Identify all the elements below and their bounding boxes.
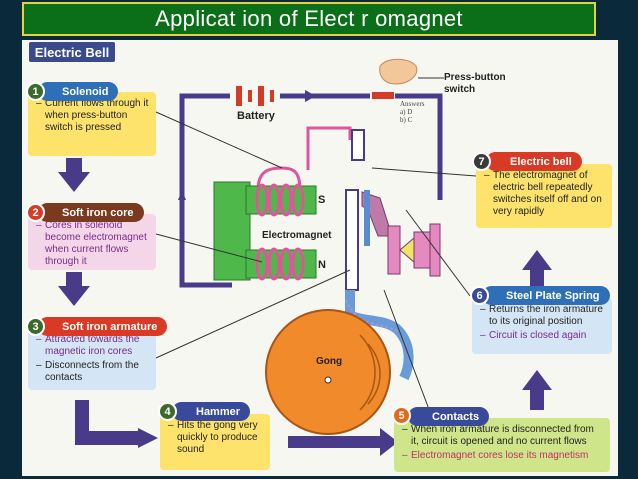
coil-lead-2 (306, 126, 352, 170)
step-7-bullet: The electromagnet of electric bell repea… (484, 170, 606, 218)
step-6-number: 6 (470, 286, 489, 305)
step-3-box: Attracted towards the magnetic iron core… (28, 328, 156, 390)
coil-turn (267, 183, 281, 217)
step-4-box: Hits the gong very quickly to produce so… (160, 414, 270, 470)
armature-strip (364, 190, 370, 246)
flow-arrow-5-6-shaft (530, 388, 544, 410)
coil-turn (279, 183, 293, 217)
gong-label: Gong (316, 356, 343, 367)
step-7-number: 7 (472, 152, 491, 171)
coil-turn (291, 183, 305, 217)
step-3-bullet: Disconnects from the contacts (36, 360, 150, 384)
flow-arrow-3-4-head (138, 428, 158, 448)
answers-note: Answers a) D b) C (400, 100, 425, 124)
press-button-label: Press-button switch (444, 72, 506, 95)
contact-point (399, 236, 415, 264)
step-1-bullet: Current flows through it when press-butt… (36, 98, 150, 134)
contact-screw (413, 231, 431, 269)
step-6-header: Steel Plate Spring (482, 286, 610, 305)
step-5-bullet: Electromagnet cores lose its magnetism (402, 450, 604, 462)
diagram-title: Electric Bell (29, 42, 115, 62)
battery-cell-2 (248, 90, 252, 102)
gong-ring (367, 343, 381, 405)
contact-post-upper (351, 129, 365, 161)
electromagnet-label: Electromagnet (262, 230, 332, 241)
flow-arrow-5-6-head (522, 370, 552, 390)
finger-icon (379, 58, 418, 85)
solenoid-coils (255, 183, 305, 281)
flow-arrow-2-3-shaft (66, 272, 82, 288)
step-7-header: Electric bell (486, 152, 582, 171)
flow-arrow-4-5-shaft (288, 436, 382, 448)
step-1-number: 1 (26, 82, 45, 101)
step-6-box: Returns the iron armature to its origina… (472, 298, 612, 354)
flow-arrow-3-4-path (75, 400, 140, 445)
gong-dome (265, 309, 391, 435)
step-3-header: Soft iron armature (38, 317, 168, 336)
pointer-solenoid (155, 111, 283, 169)
step-2-bullet: Cores in solenoid become electromagnet w… (36, 220, 150, 268)
battery (236, 86, 274, 106)
step-4-bullet: Hits the gong very quickly to produce so… (168, 420, 264, 456)
pointer-spring (405, 209, 471, 297)
gong-ring (359, 334, 376, 411)
pointer-contacts (383, 289, 431, 413)
step-3-bullet: Attracted towards the magnetic iron core… (36, 334, 150, 358)
step-4-number: 4 (158, 402, 177, 421)
flow-arrow-1-2-head (58, 172, 90, 192)
gong-bolt (324, 376, 332, 384)
step-1-box: Current flows through it when press-butt… (28, 92, 156, 156)
step-2-box: Cores in solenoid become electromagnet w… (28, 214, 156, 270)
pointer-lines (155, 111, 477, 413)
flow-arrow-2-3-head (58, 286, 90, 306)
step-1-header: Solenoid (38, 82, 119, 101)
step-6-bullet: Returns the iron armature to its origina… (480, 304, 606, 328)
current-direction-arrow-left-icon (178, 190, 186, 200)
wire-right (395, 93, 443, 200)
coil-turn (255, 247, 269, 281)
contact-block-right (429, 223, 441, 277)
step-5-bullet: When iron armature is disconnected from … (402, 424, 604, 448)
switch-contact (372, 92, 394, 99)
hammer-motion-dots (345, 299, 399, 333)
pointer-armature (155, 269, 351, 359)
press-button-switch (372, 58, 444, 99)
contact-block-left (387, 225, 401, 275)
flow-arrow-4-5-head (380, 428, 398, 456)
pointer-electric-bell (371, 167, 477, 177)
coil-turn (267, 247, 281, 281)
step-2-header: Soft iron core (38, 203, 144, 222)
step-4-header: Hammer (172, 402, 251, 421)
step-5-box: When iron armature is disconnected from … (394, 418, 610, 472)
step-7-box: The electromagnet of electric bell repea… (476, 164, 612, 228)
pointer-soft-iron-core (155, 233, 263, 263)
pole-n-label: N (318, 259, 326, 271)
slide-title: Applicat ion of Elect r omagnet (155, 6, 463, 31)
battery-cell-1 (236, 86, 242, 106)
flow-arrow-1-2-shaft (66, 158, 82, 174)
slide-title-bar: Applicat ion of Elect r omagnet (22, 2, 596, 36)
step-5-header: Contacts (408, 407, 490, 426)
step-6-bullet: Circuit is closed again (480, 330, 606, 342)
coil-turn (279, 247, 293, 281)
step-5-number: 5 (392, 406, 411, 425)
coil-turn (255, 183, 269, 217)
step-3-number: 3 (26, 317, 45, 336)
gong (265, 309, 391, 435)
pole-s-label: S (318, 194, 326, 206)
battery-label: Battery (237, 110, 275, 122)
current-direction-arrow-icon (305, 90, 316, 102)
flow-arrow-6-7-shaft (530, 268, 544, 286)
core-yoke (213, 181, 251, 281)
flow-arrows (58, 158, 552, 456)
armature-support (345, 189, 359, 291)
coil-turn (291, 247, 305, 281)
battery-cell-3 (258, 86, 264, 106)
step-2-number: 2 (26, 203, 45, 222)
flow-arrow-6-7-head (522, 250, 552, 270)
battery-cell-4 (270, 90, 274, 102)
